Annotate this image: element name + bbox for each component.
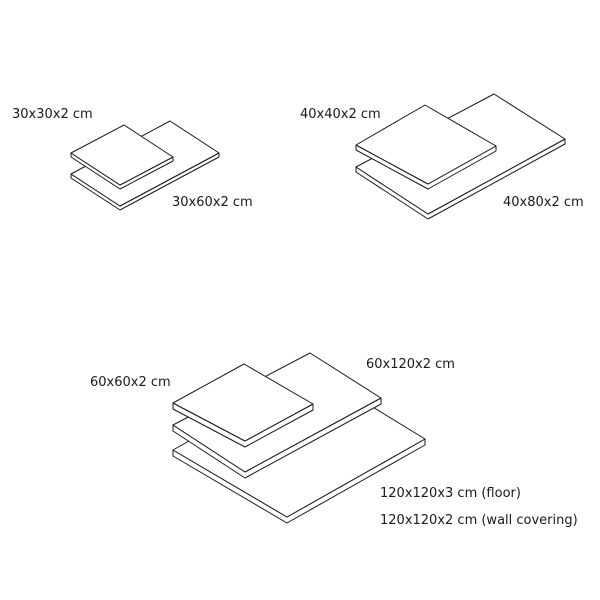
tile-group-40: 40x40x2 cm 40x80x2 cm: [300, 93, 584, 220]
label-40x40: 40x40x2 cm: [300, 107, 381, 122]
label-120x120-floor: 120x120x3 cm (floor): [380, 486, 521, 501]
label-30x30: 30x30x2 cm: [12, 107, 93, 122]
tile-group-30: 30x30x2 cm 30x60x2 cm: [12, 107, 253, 211]
label-120x120-wall: 120x120x2 cm (wall covering): [380, 513, 578, 528]
label-40x80: 40x80x2 cm: [503, 195, 584, 210]
tile-group-60: 60x60x2 cm 60x120x2 cm 120x120x3 cm (flo…: [90, 352, 578, 528]
tile-30x30: [70, 124, 174, 190]
label-60x60: 60x60x2 cm: [90, 375, 171, 390]
tile-40x40: [355, 104, 497, 190]
tile-60x60: [172, 363, 314, 448]
label-30x60: 30x60x2 cm: [172, 195, 253, 210]
label-60x120: 60x120x2 cm: [366, 357, 455, 372]
